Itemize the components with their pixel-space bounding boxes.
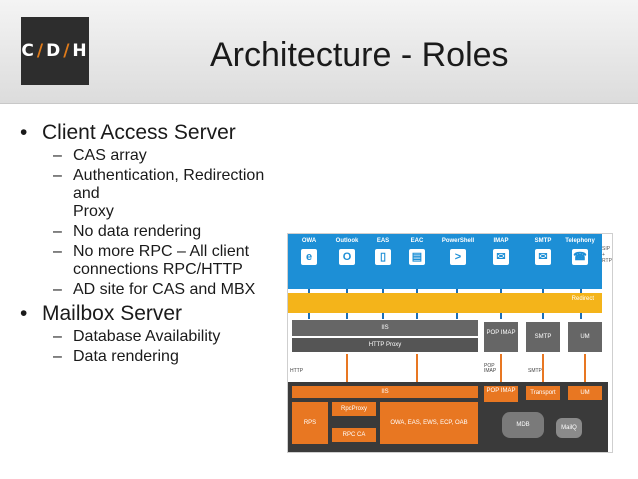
mdb-database-icon: MDB	[502, 412, 544, 438]
cdh-logo: C/D/H	[21, 17, 89, 85]
client-eac: EAC▤	[409, 238, 425, 265]
smtp-label: SMTP	[528, 368, 542, 374]
sub-bullet: CAS array	[20, 147, 288, 165]
powershell-icon: >	[450, 249, 466, 265]
cas-iis-box: IIS	[292, 320, 478, 336]
sub-bullet: No data rendering	[20, 223, 288, 241]
rpc-ca-box: RPC CA	[332, 428, 376, 442]
flow-arrow	[416, 354, 418, 382]
redirect-label: Redirect	[571, 296, 594, 302]
logo-letter-d: D	[46, 41, 63, 61]
user-mail-icon: ✉	[493, 249, 509, 265]
phone-icon: ▯	[375, 249, 391, 265]
sub-bullet: Database Availability	[20, 328, 288, 346]
mbx-iis-box: IIS	[292, 386, 478, 398]
cas-um-box: UM	[568, 322, 602, 352]
bullet-list: Client Access Server CAS array Authentic…	[20, 120, 288, 368]
admin-center-icon: ▤	[409, 249, 425, 265]
http-proxy-box: HTTP Proxy	[292, 338, 478, 352]
rpc-proxy-box: RpcProxy	[332, 402, 376, 416]
client-eas: EAS▯	[375, 238, 391, 265]
rps-box: RPS	[292, 402, 328, 444]
bullet-item: Mailbox Server	[20, 301, 288, 326]
logo-slash: /	[63, 41, 72, 61]
slide-header: C/D/H Architecture - Roles	[0, 0, 638, 104]
mailq-database-icon: MailQ	[556, 418, 582, 438]
client-imap: IMAP✉	[493, 238, 509, 265]
pop-imap-label: POP IMAP	[484, 363, 497, 374]
redirect-layer	[288, 293, 602, 313]
mbx-um-box: UM	[568, 386, 602, 400]
logo-letter-c: C	[21, 41, 36, 61]
flow-arrow	[500, 354, 502, 382]
transport-box: Transport	[526, 386, 560, 400]
flow-arrow	[584, 354, 586, 382]
http-label: HTTP	[290, 368, 304, 374]
outlook-icon: O	[339, 249, 355, 265]
sub-bullet: AD site for CAS and MBX	[20, 281, 288, 299]
cas-smtp-box: SMTP	[526, 322, 560, 352]
sip-rtp-label: SIP + RTP	[602, 246, 612, 264]
sub-bullet: Data rendering	[20, 348, 288, 366]
client-powershell: PowerShell>	[441, 238, 475, 265]
flow-arrow	[542, 354, 544, 382]
web-services-box: OWA, EAS, EWS, ECP, OAB	[380, 402, 478, 444]
ie-icon: e	[301, 249, 317, 265]
logo-slash: /	[36, 41, 46, 61]
cas-pop-imap-box: POP IMAP	[484, 322, 518, 352]
slide-title: Architecture - Roles	[210, 36, 509, 74]
telephone-icon: ☎	[572, 249, 588, 265]
bullet-item: Client Access Server	[20, 120, 288, 145]
mail-icon: ✉	[535, 249, 551, 265]
flow-arrow	[346, 354, 348, 382]
logo-letter-h: H	[72, 41, 89, 61]
mbx-pop-imap-box: POP IMAP	[484, 386, 518, 402]
client-smtp: SMTP✉	[534, 238, 552, 265]
client-telephony: Telephony☎	[565, 238, 595, 265]
